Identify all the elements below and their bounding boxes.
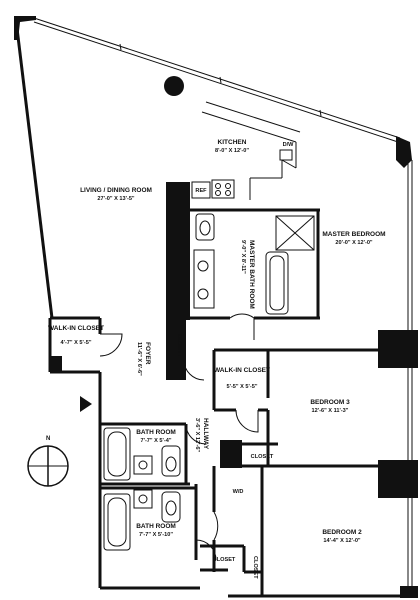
kitchen-dims: 8'-0" X 12'-0": [215, 148, 249, 154]
interior-walls: [50, 182, 378, 596]
bedroom3-dims: 12'-6" X 11'-3": [312, 408, 349, 414]
living-room-dims: 27'-0" X 13'-5": [97, 196, 135, 202]
walkin-closet-2-dims: 5'-5" X 5'-5": [227, 384, 258, 390]
hallway-dims: 3'-6" X 12'-6": [194, 418, 200, 452]
bedroom2-name: BEDROOM 2: [322, 529, 362, 536]
bath1-name: BATH ROOM: [136, 429, 176, 436]
master-bedroom-name: MASTER BEDROOM: [322, 231, 385, 238]
entry-arrow-icon: [80, 396, 92, 412]
ref-label: REF: [195, 188, 207, 194]
window-marks: [119, 43, 322, 117]
kitchen-area: [191, 101, 301, 200]
column: [164, 76, 184, 96]
bath2-name: BATH ROOM: [136, 523, 176, 530]
hallway-name: HALLWAY: [202, 418, 209, 450]
living-room-name: LIVING / DINING ROOM: [80, 187, 152, 194]
master-bath-name: MASTER BATH ROOM: [248, 240, 255, 309]
bedroom2-closet-label: CLOSET: [252, 556, 258, 579]
kitchen-name: KITCHEN: [218, 139, 247, 146]
walkin-closet-1-dims: 4'-7" X 5'-5": [61, 340, 92, 346]
bottom-closet-label: CLOSET: [213, 557, 236, 563]
bedroom3-name: BEDROOM 3: [310, 399, 350, 406]
dw-label: D/W: [283, 142, 295, 148]
walkin-closet-2-name: WALK-IN CLOSET: [214, 367, 270, 374]
north-indicator: N: [27, 436, 69, 487]
master-bath-dims: 9'-0" X 8'-11": [240, 240, 246, 274]
foyer-closet-label: CLOSET: [176, 334, 182, 357]
foyer-dims: 11'-6" X 6'-6": [136, 342, 142, 376]
room-labels: LIVING / DINING ROOM 27'-0" X 13'-5" KIT…: [48, 139, 386, 579]
bath2-dims: 7'-7" X 5'-10": [139, 532, 173, 538]
bedroom2-dims: 14'-4" X 12'-0": [323, 538, 361, 544]
exterior-walls: [14, 16, 418, 598]
bedroom3-closet-label: CLOSET: [251, 454, 274, 460]
wd-label: W/D: [233, 489, 244, 495]
north-label: N: [46, 436, 50, 442]
master-bath-fixtures: [193, 213, 315, 315]
bath1-dims: 7'-7" X 5'-4": [141, 438, 172, 444]
walkin-closet-1-name: WALK-IN CLOSET: [48, 325, 104, 332]
foyer-name: FOYER: [144, 342, 151, 365]
bath-fixtures: [103, 427, 181, 551]
doors: [99, 313, 259, 561]
master-bedroom-dims: 20'-0" X 12'-0": [335, 240, 373, 246]
